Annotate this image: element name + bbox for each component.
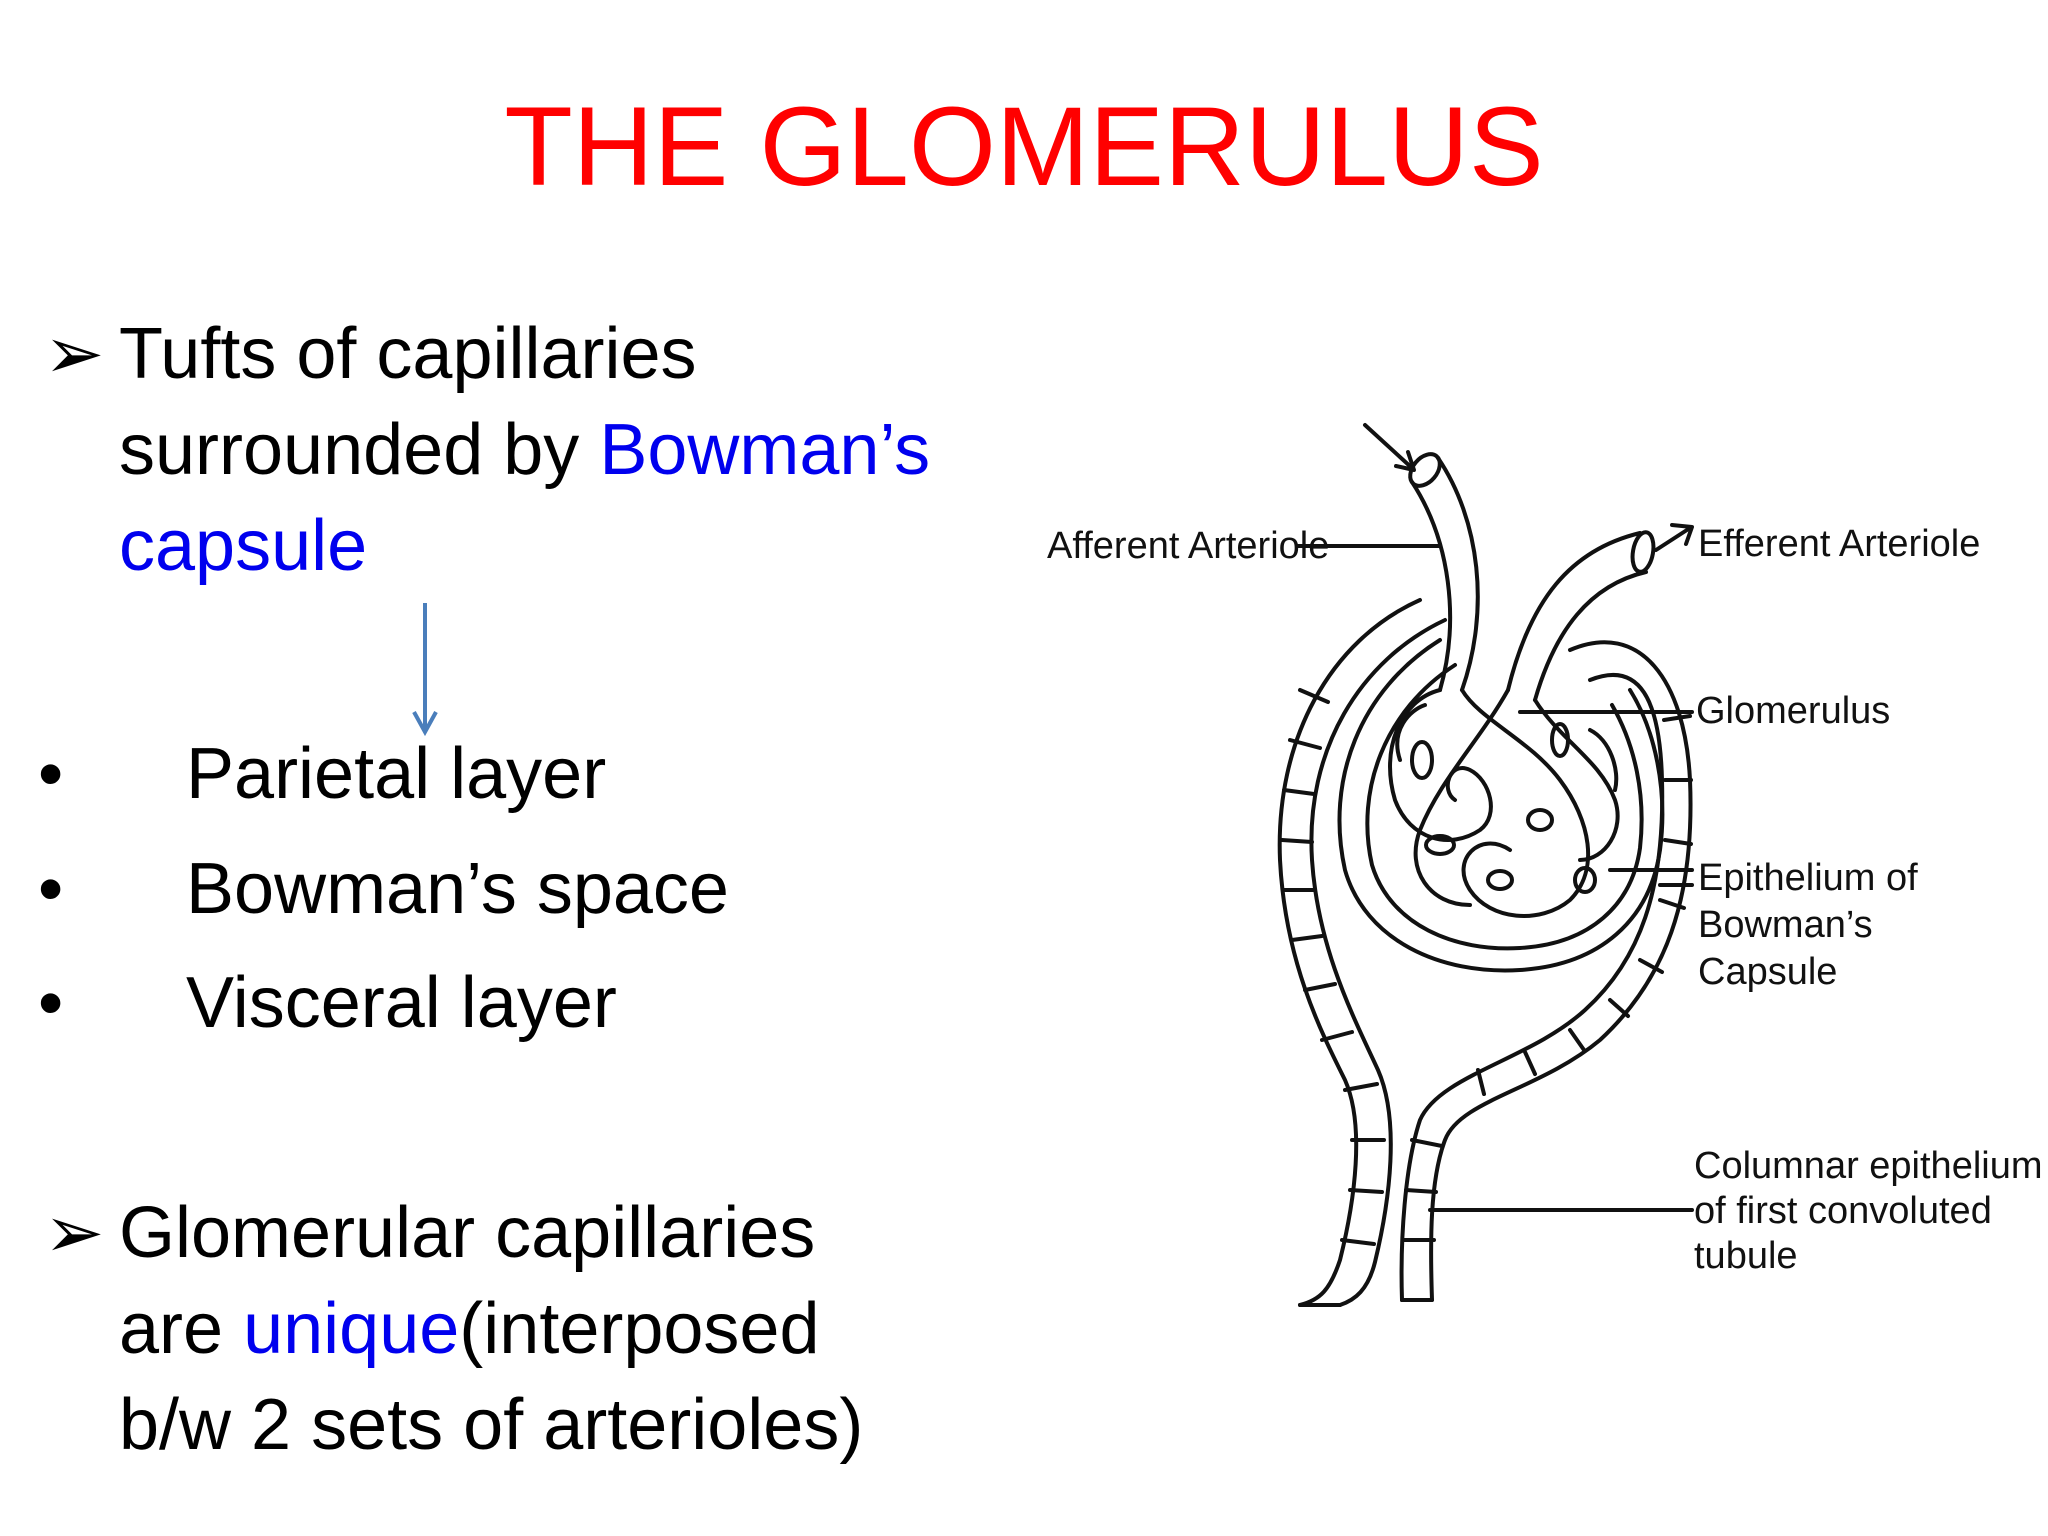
bullet-tufts-line1: Tufts of capillaries <box>119 314 697 394</box>
bullet-glomerular-line3: b/w 2 sets of arterioles) <box>119 1385 864 1465</box>
layer-label: Bowman’s space <box>186 849 729 929</box>
label-epithelium-2: Bowman’s <box>1698 904 1873 946</box>
bullet-dot-icon: • <box>38 849 64 929</box>
label-epithelium-3: Capsule <box>1698 951 1837 993</box>
label-columnar-2: of first convoluted <box>1694 1190 1992 1232</box>
unique-highlight: unique <box>243 1289 460 1369</box>
label-efferent: Efferent Arteriole <box>1698 523 1980 565</box>
label-columnar-1: Columnar epithelium <box>1694 1145 2043 1187</box>
label-epithelium-1: Epithelium of <box>1698 857 1918 899</box>
bullet-glomerular-line1: Glomerular capillaries <box>119 1193 816 1273</box>
label-glomerulus: Glomerulus <box>1696 690 1890 732</box>
bullet-dot-icon: • <box>38 963 64 1043</box>
bullet-glomerular-line2: are <box>119 1289 244 1369</box>
bullet-glomerular-line2-post: (interposed <box>459 1289 820 1369</box>
bullet-tufts-line2: surrounded by <box>119 410 600 490</box>
bowmans-highlight: Bowman’s <box>599 410 931 490</box>
arrow-bullet-icon: ➢ <box>44 1193 105 1273</box>
bullet-dot-icon: • <box>38 734 64 814</box>
capsule-highlight: capsule <box>119 506 368 586</box>
label-afferent: Afferent Arteriole <box>1047 525 1329 567</box>
slide-title: THE GLOMERULUS <box>504 84 1544 209</box>
layer-label: Parietal layer <box>186 734 607 814</box>
layer-label: Visceral layer <box>186 963 617 1043</box>
label-columnar-3: tubule <box>1694 1235 1798 1277</box>
arrow-bullet-icon: ➢ <box>44 314 105 394</box>
